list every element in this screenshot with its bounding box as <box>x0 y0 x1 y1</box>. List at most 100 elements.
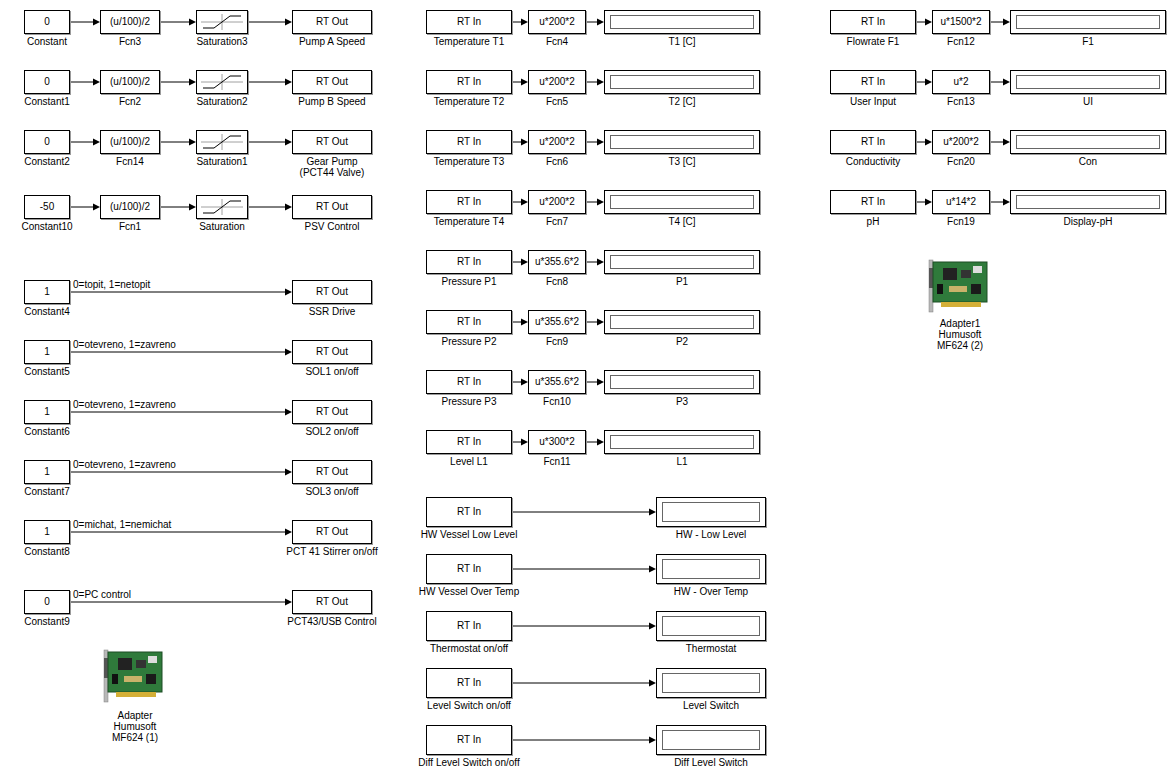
simulink-block: RT InTemperature T2 <box>426 70 512 94</box>
simulink-block: RT InFlowrate F1 <box>830 10 916 34</box>
block-name-holder: PSV Control <box>304 221 359 232</box>
signal-line <box>512 379 528 386</box>
block-name: Temperature T1 <box>434 36 504 47</box>
signal-line <box>512 509 656 516</box>
saturation-symbol <box>197 131 247 153</box>
block-text: u*355.6*2 <box>535 316 579 328</box>
block-name-holder: SOL3 on/off <box>305 486 358 497</box>
simulink-block: u*200*2Fcn7 <box>528 190 586 214</box>
block-text: RT In <box>457 734 481 746</box>
simulink-block: RT OutGear Pump (PCT44 Valve) <box>292 130 372 154</box>
block-name: Fcn11 <box>543 456 570 467</box>
block-name-holder: Fcn6 <box>546 156 568 167</box>
simulink-block: 1Constant6 <box>24 400 70 424</box>
block-name-holder: Fcn5 <box>546 96 568 107</box>
block-name: Constant <box>27 36 67 47</box>
block-name: Fcn5 <box>546 96 568 107</box>
saturation-symbol <box>197 11 247 33</box>
signal-line <box>586 259 604 266</box>
signal-label: 0=otevreno, 1=zavreno <box>73 399 176 411</box>
block-text: (u/100)/2 <box>110 76 150 88</box>
block-name-holder: Fcn2 <box>119 96 141 107</box>
block-name: SOL3 on/off <box>305 486 358 497</box>
block-name-holder: Saturation2 <box>196 96 247 107</box>
signal-line <box>248 204 292 211</box>
block-text: RT Out <box>316 136 348 148</box>
block-name-holder: Fcn8 <box>546 276 568 287</box>
block-name-holder: HW - Over Temp <box>674 586 748 597</box>
block-name-holder: Flowrate F1 <box>847 36 900 47</box>
display-window <box>610 135 754 149</box>
display-window <box>1016 135 1160 149</box>
block-name: Pump B Speed <box>298 96 365 107</box>
signal-label: 0=otevreno, 1=zavreno <box>73 459 176 471</box>
simulink-block: RT OutSOL1 on/off <box>292 340 372 364</box>
simulink-block: RT InLevel L1 <box>426 430 512 454</box>
signal-line <box>512 79 528 86</box>
simulink-block: RT InpH <box>830 190 916 214</box>
block-text: RT In <box>457 316 481 328</box>
signal-line <box>586 379 604 386</box>
display-window <box>662 502 760 522</box>
block-name-holder: Pump B Speed <box>298 96 365 107</box>
block-text: 0 <box>44 16 50 28</box>
display-block: P1 <box>604 250 760 274</box>
display-block: Level Switch <box>656 668 766 698</box>
block-name-holder: Fcn4 <box>546 36 568 47</box>
signal-line <box>512 680 656 687</box>
simulink-block: 1Constant8 <box>24 520 70 544</box>
block-text: u*200*2 <box>539 76 575 88</box>
simulink-block: 1Constant5 <box>24 340 70 364</box>
block-text: -50 <box>40 201 54 213</box>
signal-line <box>916 139 932 146</box>
signal-line <box>586 79 604 86</box>
simulink-block: -50Constant10 <box>24 195 70 219</box>
block-text: u*200*2 <box>539 136 575 148</box>
block-name: Fcn9 <box>546 336 568 347</box>
block-text: RT In <box>457 677 481 689</box>
display-block: Con <box>1010 130 1166 154</box>
display-window <box>662 673 760 693</box>
block-name: Fcn7 <box>546 216 568 227</box>
block-text: RT In <box>457 620 481 632</box>
signal-line <box>248 79 292 86</box>
block-name-holder: Level Switch <box>683 700 739 711</box>
simulink-block: u*1500*2Fcn12 <box>932 10 990 34</box>
simulink-block: 1Constant7 <box>24 460 70 484</box>
simulink-block: RT OutSOL2 on/off <box>292 400 372 424</box>
block-text: 1 <box>44 466 50 478</box>
block-name-holder: Fcn14 <box>116 156 144 167</box>
display-block: HW - Over Temp <box>656 554 766 584</box>
saturation-symbol <box>197 196 247 218</box>
simulink-block: u*200*2Fcn5 <box>528 70 586 94</box>
signal-line <box>512 737 656 744</box>
simulink-block: RT InPressure P3 <box>426 370 512 394</box>
signal-line <box>586 319 604 326</box>
block-text: 0 <box>44 596 50 608</box>
block-name: T4 [C] <box>668 216 695 227</box>
adapter-caption: Adapter1 Humusoft MF624 (2) <box>928 318 992 351</box>
block-name-holder: Saturation <box>199 221 245 232</box>
block-name-holder: F1 <box>1082 36 1094 47</box>
block-name: Fcn10 <box>543 396 571 407</box>
signal-line <box>512 259 528 266</box>
display-block: F1 <box>1010 10 1166 34</box>
pci-card-picture <box>929 260 987 312</box>
block-name-holder: Constant10 <box>21 221 72 232</box>
block-name: Level L1 <box>450 456 488 467</box>
block-text: (u/100)/2 <box>110 16 150 28</box>
simulink-block: 0Constant1 <box>24 70 70 94</box>
block-name: Saturation <box>199 221 245 232</box>
block-name-holder: Constant2 <box>24 156 70 167</box>
block-name: Saturation3 <box>196 36 247 47</box>
block-name: Fcn1 <box>119 221 141 232</box>
display-block: T1 [C] <box>604 10 760 34</box>
block-name: Temperature T3 <box>434 156 504 167</box>
block-name: Fcn8 <box>546 276 568 287</box>
block-name-holder: Diff Level Switch <box>674 757 748 768</box>
display-window <box>662 616 760 636</box>
display-window <box>1016 195 1160 209</box>
simulink-block: RT InPressure P2 <box>426 310 512 334</box>
simulink-block: RT OutSOL3 on/off <box>292 460 372 484</box>
